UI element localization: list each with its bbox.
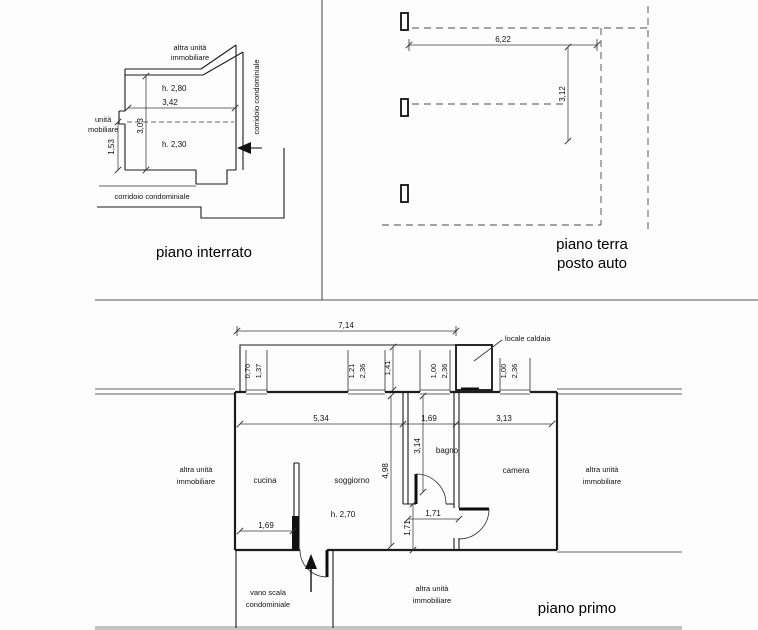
interrato-dim-width: 3,42 bbox=[162, 98, 178, 107]
terra-dimension-lines bbox=[405, 39, 601, 145]
interrato-dimension-lines bbox=[114, 72, 239, 174]
win1-width: 0,70 bbox=[243, 364, 252, 379]
win1-height: 1,37 bbox=[254, 364, 263, 379]
altra-right-line1: altra unità bbox=[586, 465, 620, 474]
room-bagno-label: bagno bbox=[436, 446, 459, 455]
room-cucina-label: cucina bbox=[253, 476, 277, 485]
terra-parking-outline bbox=[382, 6, 649, 230]
dim-bagno-door: 1,71 bbox=[425, 509, 441, 518]
primo-dimension-lines bbox=[233, 326, 556, 554]
primo-dim-top: 7,14 bbox=[338, 321, 354, 330]
interrato-unit-left-line1: unità bbox=[95, 115, 112, 124]
win2-height: 2,36 bbox=[358, 364, 367, 379]
caldaia-label: locale caldaia bbox=[505, 334, 551, 343]
primo-partitions bbox=[292, 392, 490, 550]
bagno-door-arc bbox=[415, 473, 447, 505]
primo-title: piano primo bbox=[538, 600, 616, 617]
dim-cucina-door: 1,69 bbox=[258, 521, 274, 530]
terra-dim-width: 6,22 bbox=[495, 35, 511, 44]
win3-width: 1,00 bbox=[429, 364, 438, 379]
cucina-door-leaf bbox=[292, 516, 299, 550]
primo-terrace bbox=[239, 339, 531, 394]
terra-dim-height: 3,12 bbox=[558, 86, 567, 102]
dim-row-1: 5,34 bbox=[313, 414, 329, 423]
camera-door-arc bbox=[458, 508, 490, 540]
room-soggiorno-label: soggiorno bbox=[334, 476, 370, 485]
terrace-depth: 1,41 bbox=[383, 361, 392, 376]
interrato-corridor-lines bbox=[97, 148, 285, 219]
caldaia-leader-line bbox=[473, 339, 503, 362]
interrato-corridor-bottom-label: corridoio condominiale bbox=[114, 192, 189, 201]
sheet-dividers bbox=[95, 0, 758, 630]
win3-height: 2,36 bbox=[440, 364, 449, 379]
altra-bottom-line1: altra unità bbox=[416, 584, 450, 593]
interrato-height-lower: h. 2,30 bbox=[162, 140, 187, 149]
terra-plan: 6,22 3,12 piano terra posto auto bbox=[382, 6, 649, 272]
primo-entrance bbox=[299, 549, 329, 592]
interrato-altra-unita-line1: altra unità bbox=[174, 43, 208, 52]
terra-title-line1: piano terra bbox=[556, 236, 628, 253]
entrance-door-arc bbox=[299, 549, 328, 578]
room-camera-label: camera bbox=[503, 466, 530, 475]
interrato-entry-arrow bbox=[237, 142, 262, 154]
win4-width: 1,00 bbox=[499, 364, 508, 379]
altra-right-line2: immobiliare bbox=[583, 477, 621, 486]
stair-up-arrow bbox=[305, 554, 317, 569]
altra-left-line2: immobiliare bbox=[177, 477, 215, 486]
interrato-unit-left-line2: mobiliare bbox=[88, 125, 118, 134]
terra-pillars bbox=[400, 12, 409, 203]
interrato-plan: altra unità immobiliare h. 2,80 3,42 3,0… bbox=[88, 43, 285, 261]
interrato-height-upper: h. 2,80 bbox=[162, 84, 187, 93]
primo-height-note: h. 2,70 bbox=[331, 510, 356, 519]
vano-scala-line1: vano scala bbox=[250, 588, 287, 597]
dim-disimpegno: 1,71 bbox=[403, 520, 412, 536]
terra-title-line2: posto auto bbox=[557, 255, 627, 272]
vano-scala-line2: condominiale bbox=[246, 600, 290, 609]
dim-soggiorno-depth: 4,98 bbox=[381, 463, 390, 479]
dim-row-3: 3,13 bbox=[496, 414, 512, 423]
dim-bagno-depth: 3,14 bbox=[413, 438, 422, 454]
interrato-dim-height-lower: 1,53 bbox=[107, 139, 116, 155]
interrato-dim-height-main: 3,03 bbox=[136, 118, 145, 134]
interrato-title: piano interrato bbox=[156, 244, 252, 261]
altra-bottom-line2: immobiliare bbox=[413, 596, 451, 605]
scan-edge bbox=[95, 626, 682, 630]
interrato-corridor-right-label: corridoio condominiale bbox=[252, 59, 261, 134]
win2-width: 1,21 bbox=[347, 364, 356, 379]
interrato-walls bbox=[118, 44, 244, 185]
dim-row-2: 1,69 bbox=[421, 414, 437, 423]
primo-plan: locale caldaia 7,14 0,70 1,37 1,21 2,36 … bbox=[95, 321, 682, 628]
win4-height: 2,36 bbox=[510, 364, 519, 379]
primo-walls bbox=[95, 388, 682, 628]
interrato-altra-unita-line2: immobiliare bbox=[171, 53, 209, 62]
altra-left-line1: altra unità bbox=[180, 465, 214, 474]
